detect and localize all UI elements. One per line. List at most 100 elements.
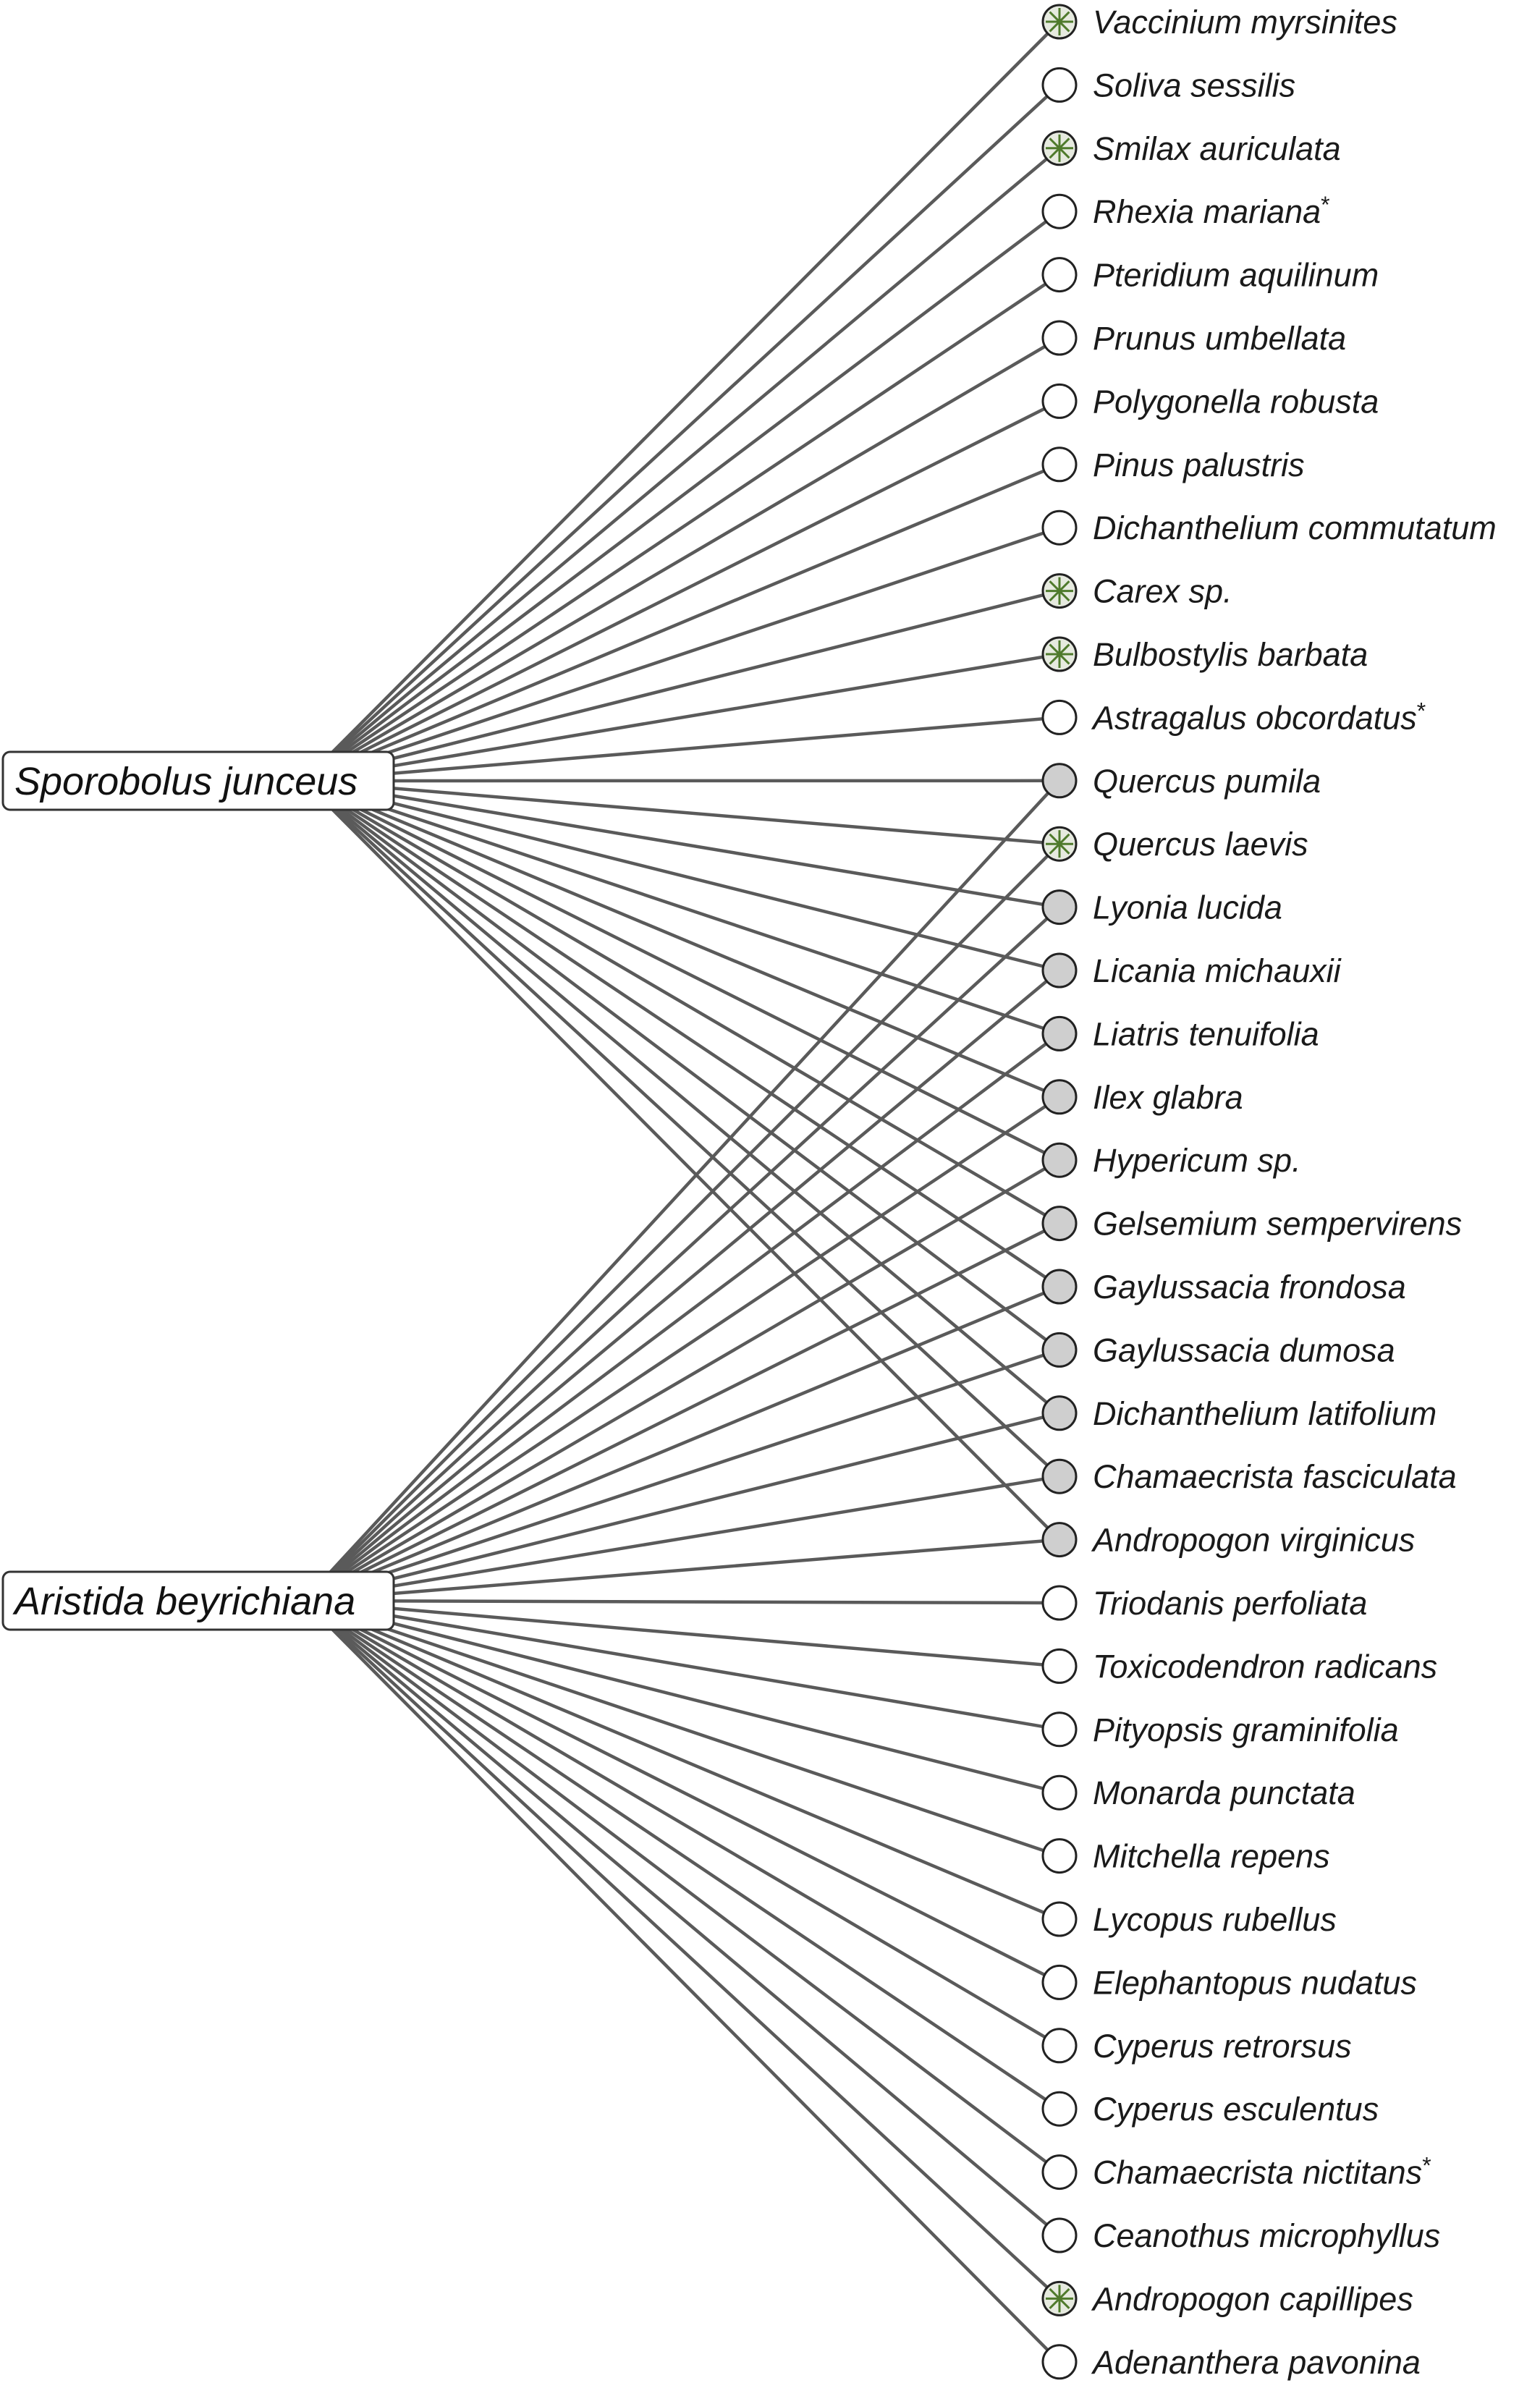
species-label-chamaecrista-fasciculata: Chamaecrista fasciculata xyxy=(1093,1458,1457,1495)
species-node-monarda-punctata xyxy=(1041,1774,1078,1811)
species-name: Lyonia lucida xyxy=(1093,889,1282,926)
species-name: Chamaecrista fasciculata xyxy=(1093,1458,1457,1495)
edge-sporobolus-polygonella-robusta xyxy=(302,399,1061,783)
species-node-pteridium-aquilinum xyxy=(1041,257,1078,293)
node-circle xyxy=(1041,1838,1078,1874)
species-label-ceanothus-microphyllus: Ceanothus microphyllus xyxy=(1093,2217,1440,2254)
species-name: Chamaecrista nictitans xyxy=(1093,2154,1422,2191)
edge-sporobolus-soliva-sessilis xyxy=(302,83,1061,782)
species-node-elephantopus-nudatus xyxy=(1041,1964,1078,2000)
species-node-carex-sp xyxy=(1041,573,1078,609)
species-name: Gelsemium sempervirens xyxy=(1093,1206,1462,1243)
species-node-mitchella-repens xyxy=(1041,1838,1078,1874)
species-label-ilex-glabra: Ilex glabra xyxy=(1093,1079,1243,1116)
edge-aristida-quercus-pumila xyxy=(302,779,1061,1602)
species-name: Adenanthera pavonina xyxy=(1091,2344,1421,2381)
species-label-adenanthera-pavonina: Adenanthera pavonina xyxy=(1091,2344,1421,2381)
edge-aristida-hypericum-sp xyxy=(302,1159,1061,1602)
edge-aristida-cyperus-retrorsus xyxy=(302,1599,1061,2047)
species-name: Smilax auriculata xyxy=(1093,130,1341,167)
asterisk-footnote: * xyxy=(1321,192,1329,218)
species-label-dichanthelium-latifolium: Dichanthelium latifolium xyxy=(1093,1395,1437,1432)
species-label-andropogon-virginicus: Andropogon virginicus xyxy=(1091,1522,1415,1559)
species-node-soliva-sessilis xyxy=(1041,67,1078,103)
edge-aristida-dichanthelium-latifolium xyxy=(303,1411,1060,1603)
species-label-prunus-umbellata: Prunus umbellata xyxy=(1093,320,1346,357)
species-node-toxicodendron-radicans xyxy=(1041,1648,1078,1684)
species-name: Rhexia mariana xyxy=(1093,193,1321,230)
species-name: Prunus umbellata xyxy=(1093,320,1346,357)
species-node-prunus-umbellata xyxy=(1041,320,1078,356)
edge-sporobolus-dichanthelium-latifolium xyxy=(302,779,1061,1415)
species-node-gaylussacia-dumosa xyxy=(1041,1332,1078,1368)
species-label-vaccinium-myrsinites: Vaccinium myrsinites xyxy=(1093,4,1397,41)
species-node-pinus-palustris xyxy=(1041,446,1078,483)
species-name: Andropogon virginicus xyxy=(1091,1522,1415,1559)
node-circle xyxy=(1041,383,1078,419)
species-name: Dichanthelium commutatum xyxy=(1093,509,1497,546)
asterisk-marker-icon xyxy=(1046,2285,1073,2313)
hub-box xyxy=(1,750,395,811)
edge-sporobolus-ilex-glabra xyxy=(303,779,1060,1099)
species-name: Dichanthelium latifolium xyxy=(1093,1395,1437,1432)
edge-aristida-licania-michauxii xyxy=(302,969,1061,1602)
species-name: Pinus palustris xyxy=(1093,446,1305,483)
hub-box xyxy=(1,1570,395,1631)
species-label-lyonia-lucida: Lyonia lucida xyxy=(1093,889,1282,926)
node-circle xyxy=(1041,1079,1078,1115)
species-label-carex-sp: Carex sp. xyxy=(1093,573,1232,610)
edge-aristida-ceanothus-microphyllus xyxy=(302,1599,1061,2237)
asterisk-marker-icon xyxy=(1046,577,1073,605)
species-label-pinus-palustris: Pinus palustris xyxy=(1093,446,1305,483)
edge-sporobolus-lyonia-lucida xyxy=(303,779,1060,909)
species-label-liatris-tenuifolia: Liatris tenuifolia xyxy=(1093,1015,1319,1052)
edge-sporobolus-astragalus-obcordatus xyxy=(303,716,1060,783)
edge-aristida-triodanis-perfoliata xyxy=(303,1599,1060,1605)
node-circle xyxy=(1041,2091,1078,2127)
species-label-polygonella-robusta: Polygonella robusta xyxy=(1093,383,1379,420)
species-node-triodanis-perfoliata xyxy=(1041,1585,1078,1621)
node-circle xyxy=(1041,193,1078,229)
edge-aristida-ilex-glabra xyxy=(302,1095,1061,1602)
edge-sporobolus-chamaecrista-fasciculata xyxy=(302,779,1061,1478)
species-name: Polygonella robusta xyxy=(1093,383,1379,420)
species-label-chamaecrista-nictitans: Chamaecrista nictitans* xyxy=(1093,2153,1431,2191)
species-label-licania-michauxii: Licania michauxii xyxy=(1093,952,1342,989)
species-node-ilex-glabra xyxy=(1041,1079,1078,1115)
species-label-quercus-laevis: Quercus laevis xyxy=(1093,826,1308,863)
node-circle xyxy=(1041,1901,1078,1937)
species-label-gaylussacia-frondosa: Gaylussacia frondosa xyxy=(1093,1269,1406,1305)
species-node-layer xyxy=(1041,4,1078,2380)
species-name: Elephantopus nudatus xyxy=(1093,1964,1417,2001)
species-label-mitchella-repens: Mitchella repens xyxy=(1093,1838,1330,1875)
species-name: Carex sp. xyxy=(1093,573,1232,610)
species-label-toxicodendron-radicans: Toxicodendron radicans xyxy=(1093,1648,1437,1685)
species-name: Ilex glabra xyxy=(1093,1079,1243,1116)
edge-aristida-chamaecrista-nictitans xyxy=(302,1599,1061,2174)
node-circle xyxy=(1041,2154,1078,2191)
species-node-lycopus-rubellus xyxy=(1041,1901,1078,1937)
species-node-chamaecrista-fasciculata xyxy=(1041,1458,1078,1494)
edge-sporobolus-hypericum-sp xyxy=(302,779,1061,1162)
edge-sporobolus-dichanthelium-commutatum xyxy=(303,526,1060,783)
edge-aristida-gaylussacia-frondosa xyxy=(303,1284,1060,1603)
node-circle xyxy=(1041,1964,1078,2000)
edge-layer xyxy=(302,20,1061,2363)
node-circle xyxy=(1041,763,1078,799)
node-circle xyxy=(1041,2344,1078,2380)
species-label-rhexia-mariana: Rhexia mariana* xyxy=(1093,192,1330,230)
node-circle xyxy=(1041,1269,1078,1305)
species-label-elephantopus-nudatus: Elephantopus nudatus xyxy=(1093,1964,1417,2001)
species-label-monarda-punctata: Monarda punctata xyxy=(1093,1774,1355,1811)
edge-sporobolus-gaylussacia-frondosa xyxy=(302,779,1061,1288)
node-circle xyxy=(1041,1206,1078,1242)
species-name: Toxicodendron radicans xyxy=(1093,1648,1437,1685)
species-name: Soliva sessilis xyxy=(1093,67,1295,103)
edge-sporobolus-pinus-palustris xyxy=(303,462,1060,783)
node-circle xyxy=(1041,2217,1078,2253)
node-circle xyxy=(1041,257,1078,293)
edge-aristida-quercus-laevis xyxy=(302,842,1061,1602)
hub-label: Aristida beyrichiana xyxy=(12,1580,355,1623)
